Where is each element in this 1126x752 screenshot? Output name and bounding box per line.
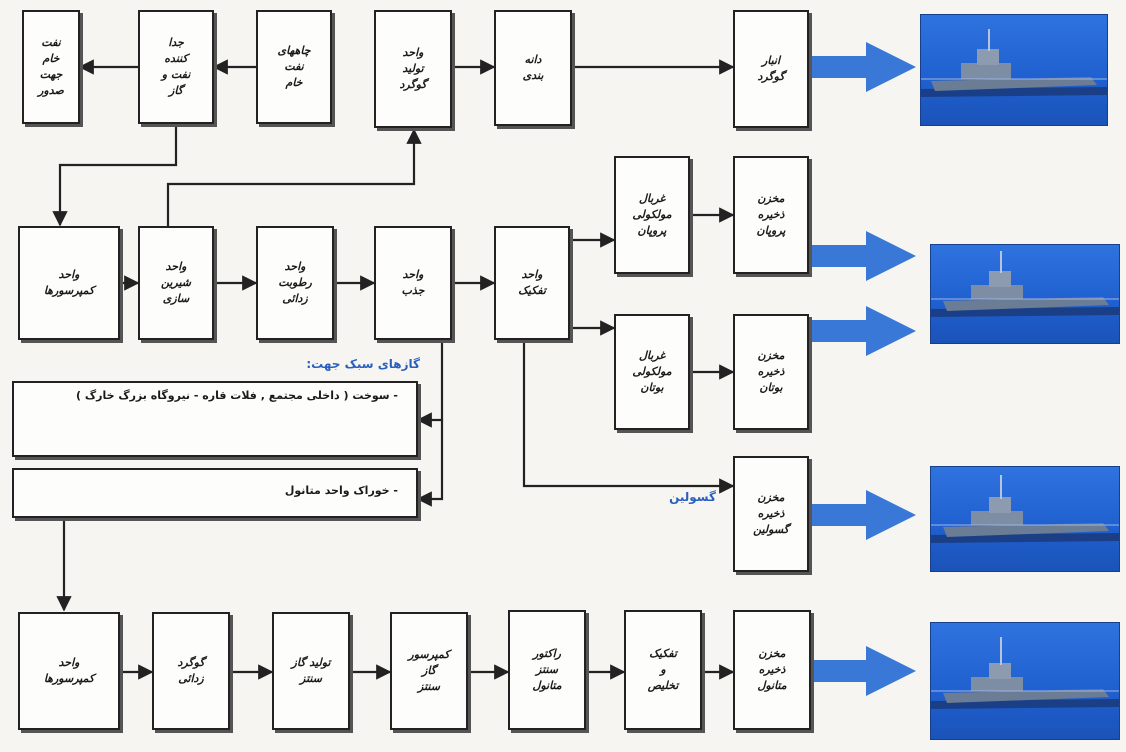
- tanker-ship-icon: [931, 475, 1119, 543]
- export-arrow: [812, 646, 916, 696]
- flow-line: [416, 340, 444, 428]
- ship-panel-sulfur: [920, 14, 1108, 126]
- methanol-reactor-box: راکتور سنتز متانول: [508, 610, 586, 730]
- fractionation-box: واحد تفکیک: [494, 226, 570, 340]
- crude-export-box: نفت خام جهت صدور: [22, 10, 80, 124]
- gasoline-tank-box: مخزن ذخیره گسولین: [733, 456, 809, 572]
- flow-line: [166, 128, 422, 226]
- granulation-box: دانه بندی: [494, 10, 572, 126]
- butane-tank-box: مخزن ذخیره بوتان: [733, 314, 809, 430]
- export-arrow: [812, 42, 916, 92]
- sulfur-production-box: واحد تولید گوگرد: [374, 10, 452, 128]
- crude-wells-box: چاههای نفت خام: [256, 10, 332, 124]
- sulfur-storage-box: انبار گوگرد: [733, 10, 809, 128]
- export-arrow: [812, 306, 916, 356]
- export-arrow: [812, 231, 916, 281]
- tanker-ship-icon: [931, 637, 1119, 709]
- methanol-tank-box: مخزن ذخیره متانول: [733, 610, 811, 730]
- syngas-compressor-box: کمپرسور گاز سنتز: [390, 612, 468, 730]
- ship-panel-lpg: [930, 244, 1120, 344]
- absorption-box: واحد جذب: [374, 226, 452, 340]
- tanker-ship-icon: [931, 251, 1119, 317]
- fuel-destination-box: - سوخت ( داخلی مجتمع , فلات قاره - نیروگ…: [12, 381, 418, 457]
- flow-line: [522, 340, 735, 494]
- propane-tank-box: مخزن ذخیره پروپان: [733, 156, 809, 274]
- export-arrow: [812, 490, 916, 540]
- desulfurization-box: گوگرد زدائی: [152, 612, 230, 730]
- compressors-box-2: واحد کمپرسورها: [18, 612, 120, 730]
- butane-sieve-box: غربال مولکولی بوتان: [614, 314, 690, 430]
- light-gases-label: گازهای سبک جهت:: [306, 357, 420, 371]
- sweetening-box: واحد شیرین سازی: [138, 226, 214, 340]
- flow-line: [52, 124, 178, 227]
- ship-panel-gasoline: [930, 466, 1120, 572]
- flow-line: [416, 420, 444, 507]
- methanol-feed-box: - خوراک واحد متانول: [12, 468, 418, 518]
- propane-sieve-box: غربال مولکولی پروپان: [614, 156, 690, 274]
- separation-purification-box: تفکیک و تخلیص: [624, 610, 702, 730]
- ship-panel-methanol: [930, 622, 1120, 740]
- syngas-production-box: تولید گاز سنتز: [272, 612, 350, 730]
- gasoline-label: گسولین: [669, 490, 716, 504]
- compressors-box: واحد کمپرسورها: [18, 226, 120, 340]
- tanker-ship-icon: [921, 29, 1107, 97]
- oil-gas-separator-box: جدا کننده نفت و گاز: [138, 10, 214, 124]
- dehydration-box: واحد رطوبت زدائی: [256, 226, 334, 340]
